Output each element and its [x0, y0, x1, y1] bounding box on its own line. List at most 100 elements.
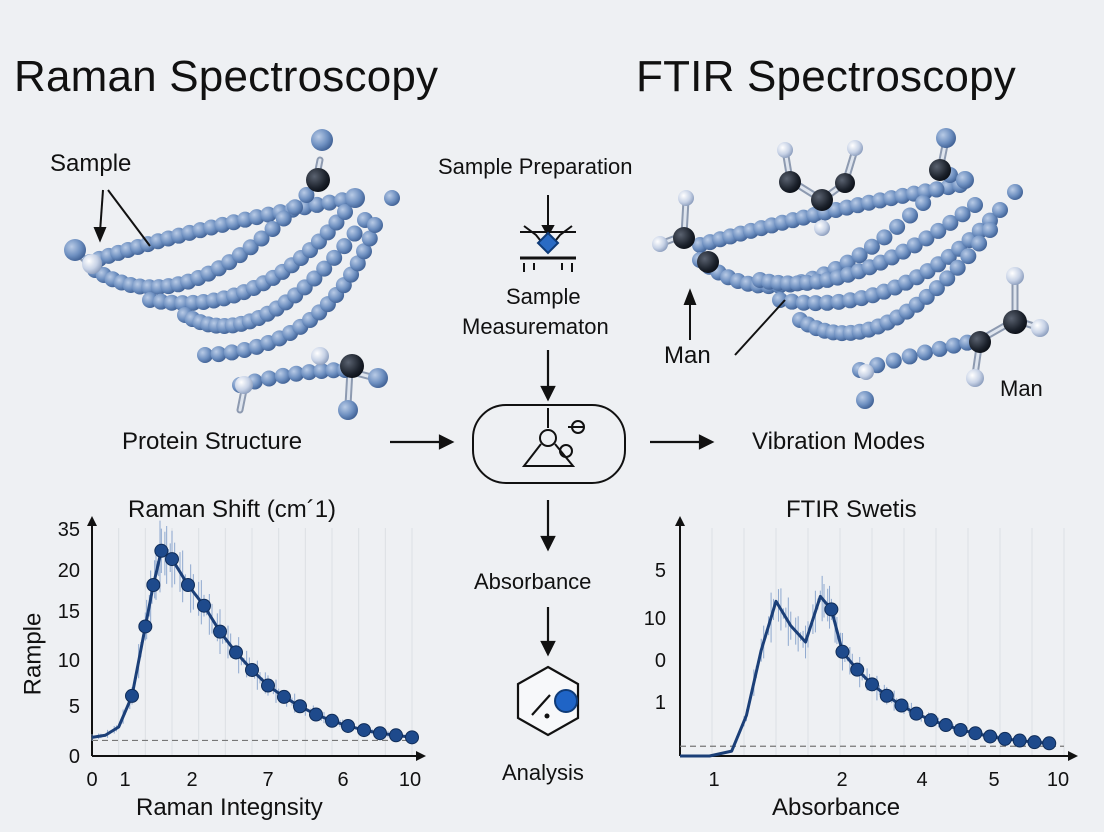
man-pointer-lines	[683, 288, 786, 356]
residue-bead	[326, 249, 343, 266]
residue-bead	[992, 202, 1008, 218]
atom	[652, 236, 668, 252]
y-tick-label: 0	[655, 650, 666, 672]
x-tick-label: 7	[262, 769, 273, 791]
atom	[936, 128, 956, 148]
sample-pointer-arrows	[93, 189, 151, 247]
atom	[814, 220, 830, 236]
residue-bead	[939, 270, 956, 287]
residue-bead	[889, 218, 906, 235]
x-axis-arrow	[416, 751, 426, 761]
residue-bead	[915, 194, 932, 211]
y-tick-label: 20	[58, 560, 80, 582]
residue-bead	[783, 293, 800, 310]
x-tick-label: 1	[708, 769, 719, 791]
residue-bead	[321, 194, 338, 211]
residue-bead	[313, 362, 330, 379]
data-point	[924, 713, 939, 728]
data-point	[293, 699, 307, 714]
data-point	[357, 723, 371, 738]
residue-bead	[275, 210, 292, 227]
atom	[969, 331, 991, 353]
protein-molecule-right	[652, 128, 1049, 409]
data-point	[138, 619, 153, 634]
step-sample-measurement-line1: Sample	[506, 284, 581, 309]
atom	[1006, 267, 1024, 285]
residue-bead	[316, 260, 333, 277]
residue-bead	[306, 270, 323, 287]
residue-bead	[863, 238, 880, 255]
atom	[340, 354, 364, 378]
residue-bead	[260, 206, 277, 223]
x-tick-label: 2	[836, 769, 847, 791]
sample-prep-icon	[520, 195, 576, 272]
x-tick-label: 6	[337, 769, 348, 791]
residue-bead	[945, 337, 962, 354]
residue-bead	[917, 344, 933, 361]
residue-bead	[287, 199, 303, 216]
data-point	[909, 706, 924, 721]
ftir-chart-xlabel: Absorbance	[772, 794, 901, 821]
residue-bead	[242, 239, 259, 256]
x-tick-label: 10	[399, 769, 421, 791]
x-tick-label: 0	[86, 769, 97, 791]
atom	[858, 364, 874, 380]
data-point	[277, 689, 291, 704]
data-point	[125, 688, 139, 703]
flow-arrows	[390, 350, 715, 657]
x-tick-label: 4	[916, 769, 927, 791]
residue-bead	[954, 206, 971, 223]
residue-bead	[346, 225, 363, 242]
residue-bead	[819, 294, 836, 311]
data-point	[389, 728, 403, 743]
step-absorbance: Absorbance	[474, 569, 592, 594]
atom	[966, 369, 984, 387]
data-point	[968, 726, 983, 741]
raman-chart-title: Raman Shift (cm´1)	[128, 496, 337, 523]
y-axis-arrow	[87, 516, 97, 526]
x-axis-arrow	[1068, 751, 1078, 761]
atom	[811, 189, 833, 211]
residue-bead	[876, 229, 893, 246]
residue-bead	[885, 352, 902, 369]
data-point	[341, 718, 355, 733]
residue-bead	[223, 344, 240, 361]
step-sample-measurement-line2: Measurematon	[462, 314, 609, 339]
residue-bead	[928, 280, 945, 297]
atom	[678, 190, 694, 206]
atom	[384, 190, 400, 206]
atom	[956, 171, 974, 189]
title-ftir: FTIR Spectroscopy	[636, 52, 1016, 101]
residue-bead	[906, 237, 923, 254]
residue-bead	[210, 346, 227, 363]
residue-bead	[772, 292, 788, 308]
residue-bead	[931, 340, 948, 357]
atom	[368, 368, 388, 388]
residue-bead	[982, 222, 998, 238]
y-tick-label: 10	[644, 608, 666, 630]
residue-bead	[949, 259, 966, 276]
residue-bead	[274, 367, 291, 384]
y-axis-arrow	[675, 516, 685, 526]
residue-bead	[807, 295, 824, 312]
residue-bead	[839, 254, 856, 271]
residue-bead	[349, 255, 366, 272]
vibration-modes-label: Vibration Modes	[752, 428, 925, 455]
y-tick-label: 15	[58, 601, 80, 623]
residue-bead	[902, 207, 919, 224]
data-point	[824, 602, 839, 617]
atom	[777, 142, 793, 158]
data-point	[865, 677, 879, 692]
residue-bead	[361, 230, 378, 247]
atom	[235, 376, 253, 394]
residue-bead	[942, 214, 959, 231]
data-point	[373, 726, 387, 741]
atom	[1003, 310, 1027, 334]
raman-chart-xlabel: Raman Integnsity	[136, 794, 323, 821]
data-point	[165, 552, 179, 567]
series-noise	[712, 575, 1048, 756]
data-point	[197, 598, 211, 613]
residue-bead	[960, 248, 977, 265]
residue-bead	[337, 204, 353, 220]
